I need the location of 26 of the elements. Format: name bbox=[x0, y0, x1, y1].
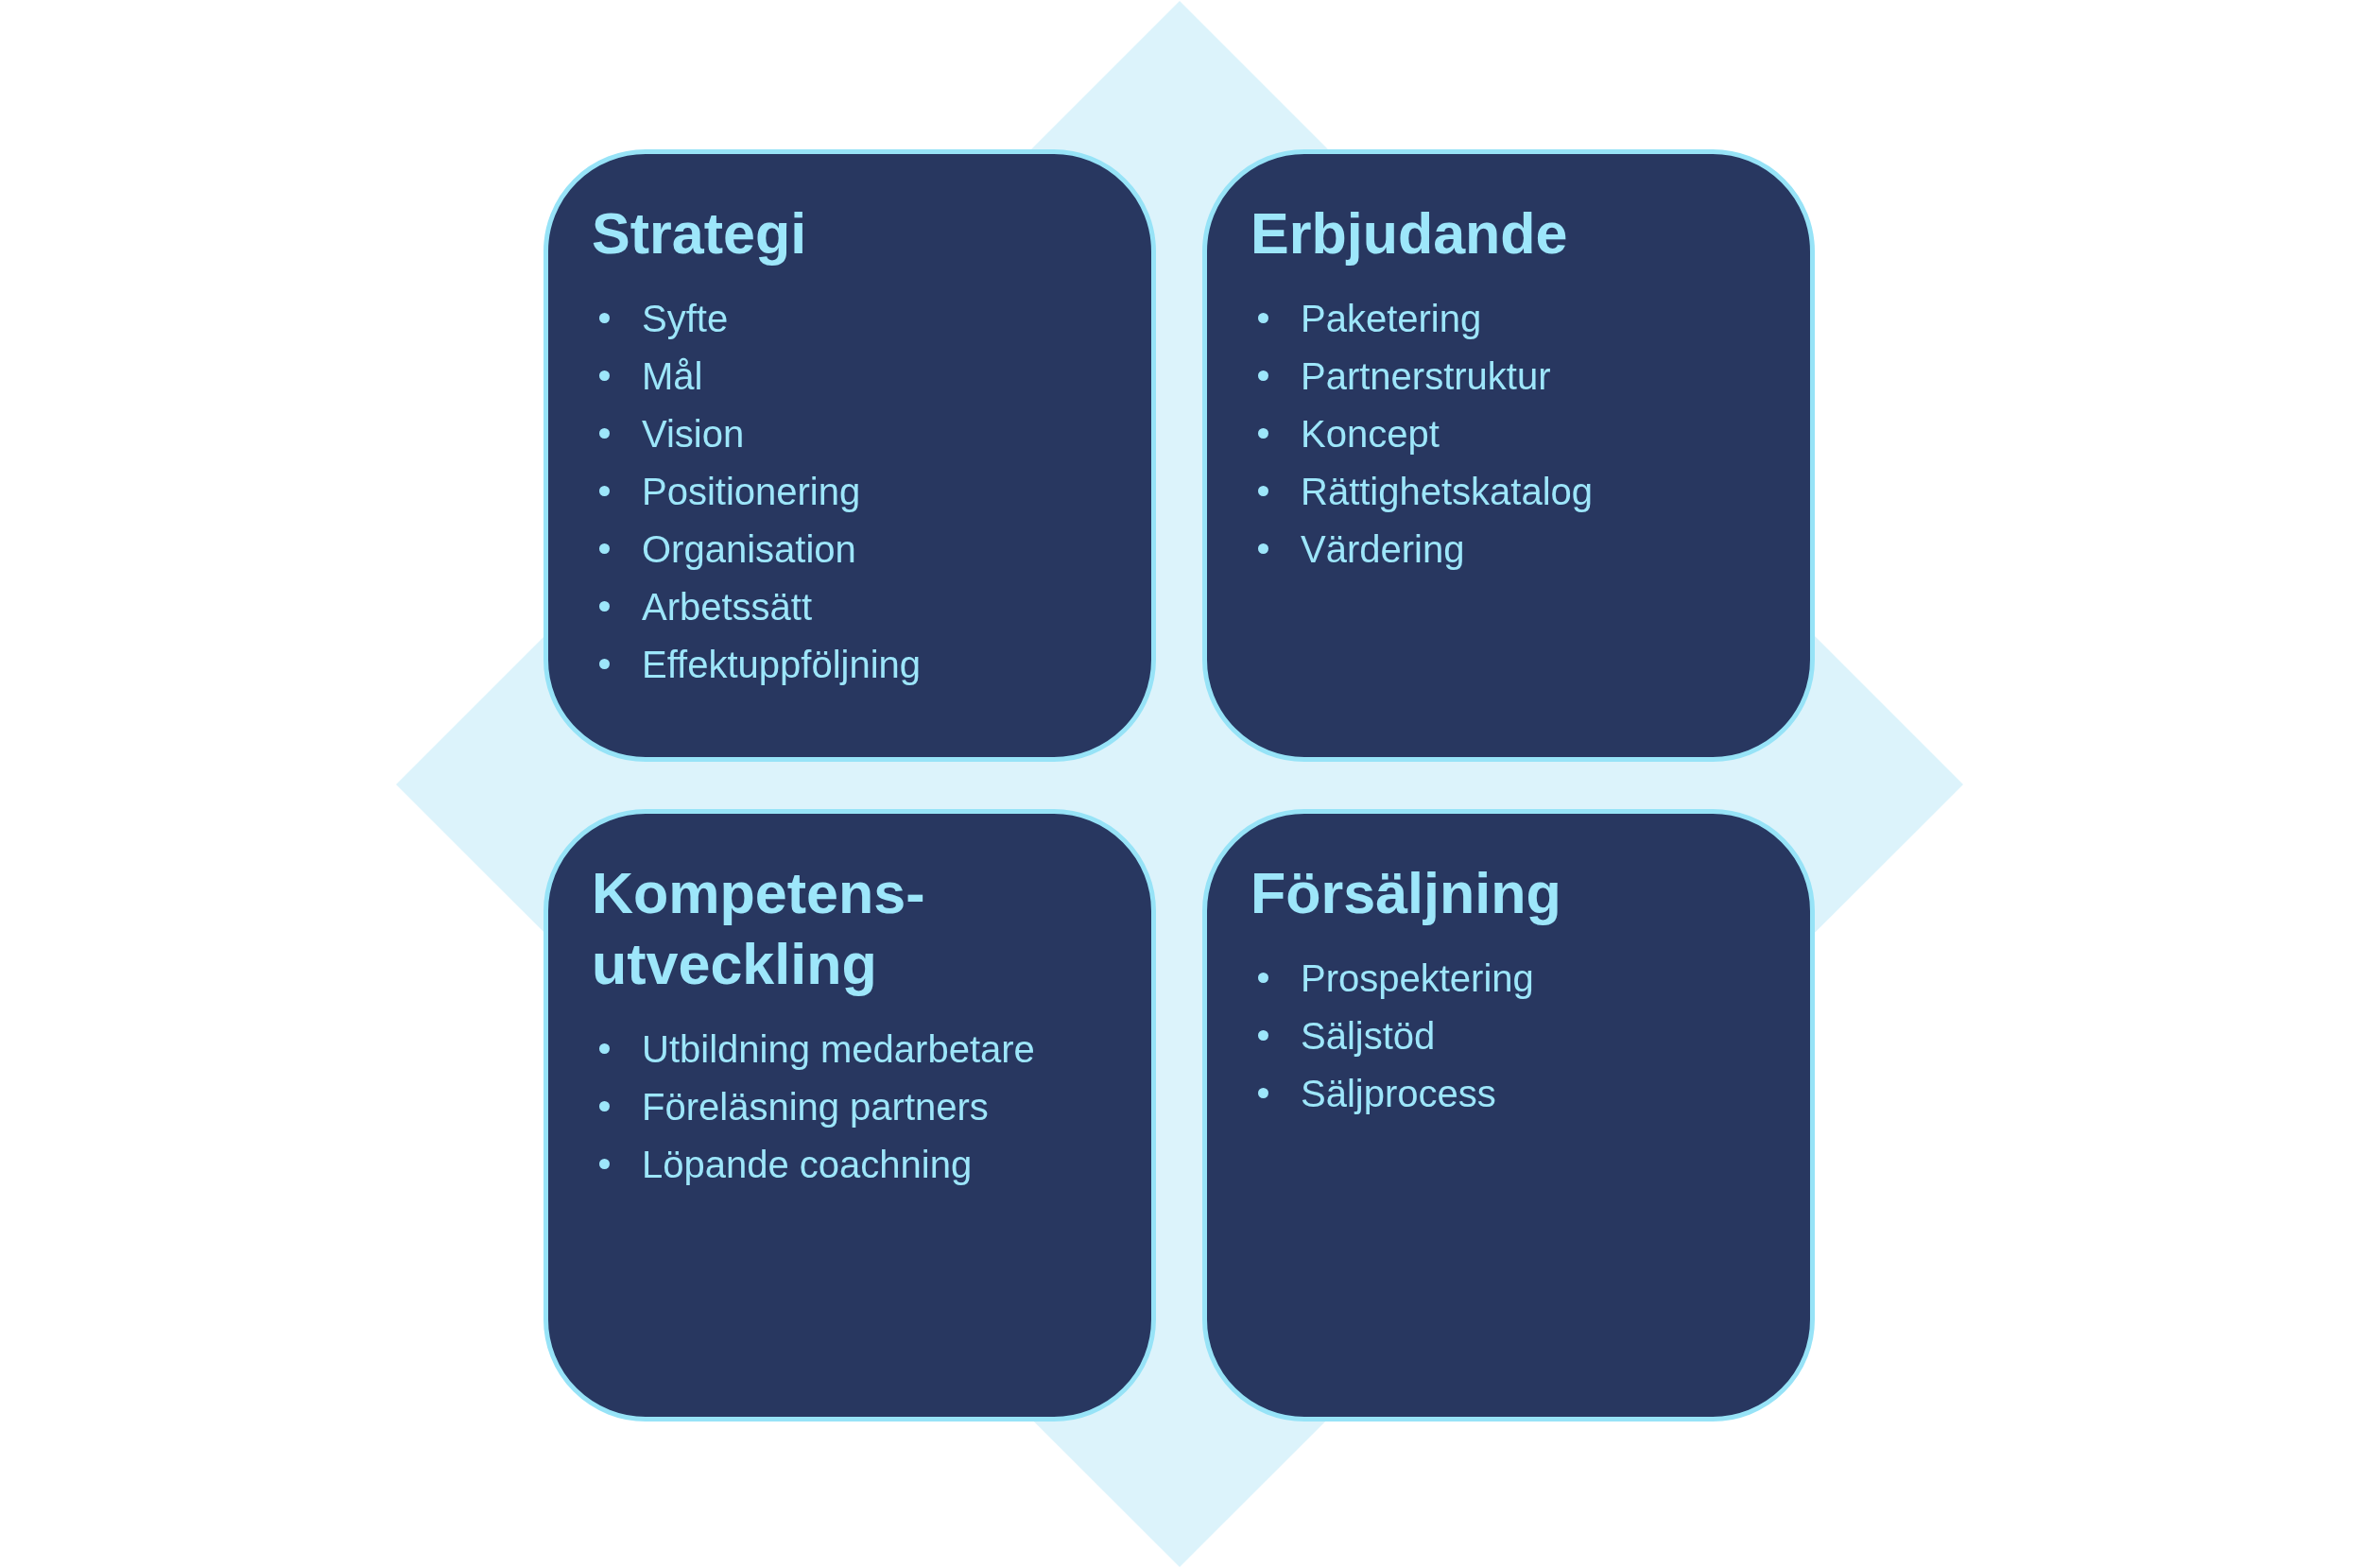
list-item: Prospektering bbox=[1301, 956, 1534, 1000]
list-item: Föreläsning partners bbox=[642, 1084, 989, 1129]
card-title: Kompetens- utveckling bbox=[592, 860, 926, 998]
category-card bbox=[1202, 149, 1815, 762]
card-title: Erbjudande bbox=[1250, 200, 1569, 267]
list-item: Vision bbox=[642, 411, 745, 456]
list-item: Positionering bbox=[642, 469, 861, 513]
list-item: Mål bbox=[642, 353, 703, 398]
list-item: Effektuppföljning bbox=[642, 642, 922, 686]
list-item: Rättighetskatalog bbox=[1301, 469, 1594, 513]
list-item: Koncept bbox=[1301, 411, 1440, 456]
list-item: Partnerstruktur bbox=[1301, 353, 1551, 398]
category-card bbox=[543, 809, 1156, 1422]
list-item: Syfte bbox=[642, 296, 729, 340]
list-item: Paketering bbox=[1301, 296, 1482, 340]
category-card bbox=[1202, 809, 1815, 1422]
list-item: Värdering bbox=[1301, 526, 1465, 571]
list-item: Arbetssätt bbox=[642, 584, 813, 629]
list-item: Säljstöd bbox=[1301, 1013, 1436, 1058]
list-item: Utbildning medarbetare bbox=[642, 1026, 1035, 1071]
category-card bbox=[543, 149, 1156, 762]
list-item: Organisation bbox=[642, 526, 856, 571]
card-title: Försäljning bbox=[1250, 860, 1562, 927]
list-item: Löpande coachning bbox=[642, 1142, 973, 1186]
card-title: Strategi bbox=[592, 200, 808, 267]
list-item: Säljprocess bbox=[1301, 1071, 1496, 1115]
